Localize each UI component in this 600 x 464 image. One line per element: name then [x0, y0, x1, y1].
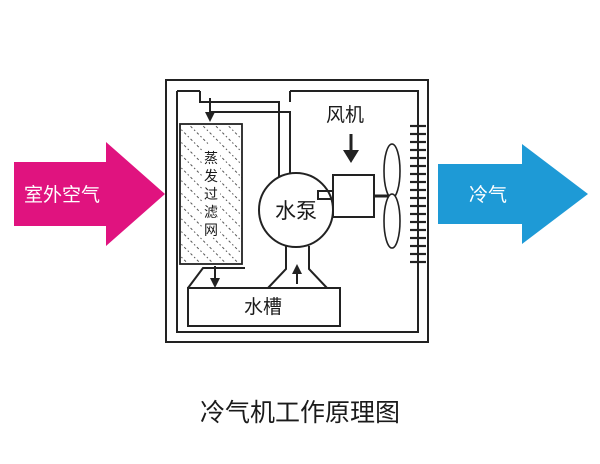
fan-label: 风机 [326, 104, 364, 126]
fan-blade-top [383, 143, 401, 199]
filter-label-2: 发 [204, 169, 218, 185]
water-tank: 水槽 [187, 267, 341, 327]
pump-inlet [267, 246, 328, 289]
cool-air-arrow: 冷气 [438, 144, 588, 244]
filter-label-1: 蒸 [204, 151, 218, 167]
filter-label-4: 滤 [204, 205, 218, 221]
water-pump: 水泵 [258, 172, 334, 248]
filter-label-3: 过 [204, 187, 218, 203]
pump-inlet-arrow [292, 264, 302, 284]
fan-assembly [317, 143, 401, 249]
outdoor-air-arrow: 室外空气 [14, 142, 165, 246]
filter-label-5: 网 [204, 223, 218, 239]
fan-arrow [343, 134, 359, 163]
pump-label: 水泵 [275, 199, 317, 223]
tank-label: 水槽 [244, 296, 282, 318]
cooler-housing [165, 79, 429, 343]
outlet-grille [410, 124, 426, 264]
cool-air-label: 冷气 [469, 184, 507, 206]
drip-arrow-top [205, 98, 215, 122]
fan-blade-bottom [383, 193, 401, 249]
drip-arrow-bottom [210, 266, 220, 288]
diagram-title: 冷气机工作原理图 [200, 398, 400, 427]
evaporative-filter: 蒸 发 过 滤 网 [179, 123, 243, 265]
outdoor-air-label: 室外空气 [24, 184, 100, 206]
